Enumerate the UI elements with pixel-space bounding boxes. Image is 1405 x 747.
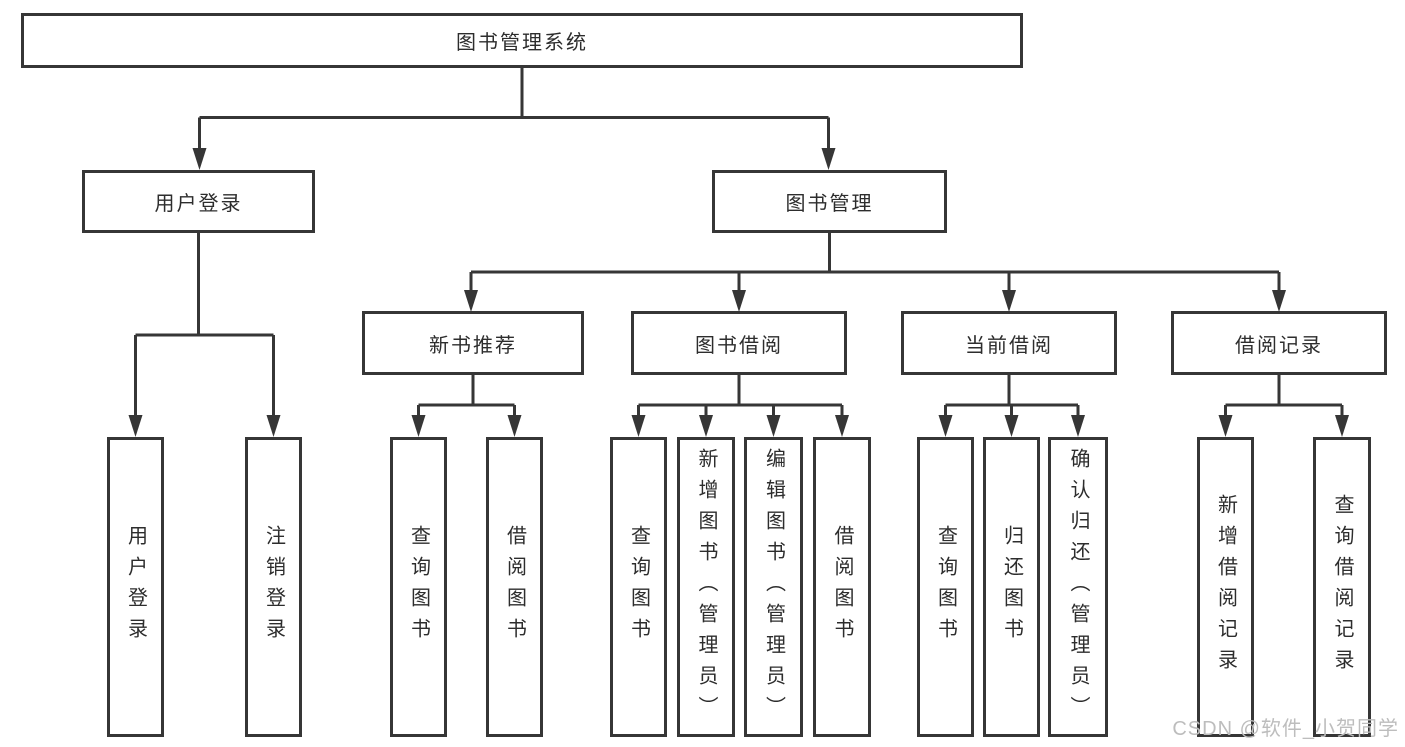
leaf-user-login-label: 用户登录	[124, 525, 147, 649]
arrowhead	[464, 290, 478, 312]
leaf-add-book-admin: 新增图书（管理员）	[677, 437, 735, 737]
leaf-query-borrow-record: 查询借阅记录	[1313, 437, 1371, 737]
leaf-borrow-books: 借阅图书	[486, 437, 543, 737]
arrowhead	[938, 415, 953, 437]
arrowhead	[1272, 290, 1286, 312]
leaf-user-login: 用户登录	[107, 437, 164, 737]
arrowheads	[128, 148, 1349, 437]
arrowhead	[1071, 415, 1085, 437]
leaf-query-books: 查询图书	[610, 437, 667, 737]
node-root: 图书管理系统	[21, 13, 1023, 68]
node-new-book-recommend-label: 新书推荐	[429, 334, 517, 357]
arrowhead	[507, 415, 522, 437]
arrowhead	[766, 415, 781, 437]
leaf-borrow-books-label: 借阅图书	[831, 525, 853, 649]
leaf-return-books-label: 归还图书	[1000, 525, 1023, 649]
arrowhead	[192, 148, 207, 170]
leaf-borrow-books: 借阅图书	[813, 437, 871, 737]
node-book-management-label: 图书管理	[785, 193, 874, 215]
arrowhead	[821, 148, 836, 170]
connector-lines	[134, 68, 1344, 420]
leaf-query-books-label: 查询图书	[934, 525, 957, 649]
arrowhead	[411, 415, 426, 437]
node-borrow-records-label: 借阅记录	[1235, 334, 1323, 357]
arrowhead	[266, 415, 281, 437]
leaf-edit-book-admin: 编辑图书（管理员）	[744, 437, 803, 737]
node-book-borrow: 图书借阅	[631, 311, 847, 375]
leaf-logout: 注销登录	[245, 437, 302, 737]
leaf-query-borrow-record-label: 查询借阅记录	[1331, 494, 1353, 680]
node-current-borrow: 当前借阅	[901, 311, 1117, 375]
node-user-login: 用户登录	[82, 170, 315, 233]
leaf-add-borrow-record-label: 新增借阅记录	[1214, 494, 1237, 680]
leaf-confirm-return-admin: 确认归还（管理员）	[1048, 437, 1108, 737]
arrowhead	[128, 415, 143, 437]
node-root-label: 图书管理系统	[456, 32, 588, 54]
leaf-borrow-books-label: 借阅图书	[503, 525, 526, 649]
node-user-login-label: 用户登录	[154, 193, 243, 215]
leaf-return-books: 归还图书	[983, 437, 1040, 737]
leaf-logout-label: 注销登录	[262, 525, 285, 649]
arrowhead	[835, 415, 849, 437]
arrowhead	[1004, 415, 1019, 437]
arrowhead	[631, 415, 646, 437]
leaf-query-books-label: 查询图书	[627, 525, 650, 649]
leaf-edit-book-admin-label: 编辑图书（管理员）	[762, 447, 785, 727]
node-current-borrow-label: 当前借阅	[965, 334, 1053, 357]
arrowhead	[1335, 415, 1349, 437]
node-new-book-recommend: 新书推荐	[362, 311, 584, 375]
arrowhead	[1002, 290, 1016, 312]
node-book-management: 图书管理	[712, 170, 947, 233]
node-borrow-records: 借阅记录	[1171, 311, 1387, 375]
leaf-confirm-return-admin-label: 确认归还（管理员）	[1067, 447, 1089, 727]
arrowhead	[699, 415, 713, 437]
node-book-borrow-label: 图书借阅	[695, 334, 783, 357]
leaf-add-borrow-record: 新增借阅记录	[1197, 437, 1254, 737]
arrowhead	[1218, 415, 1233, 437]
csdn-watermark: CSDN @软件_小贺同学	[1172, 718, 1399, 740]
leaf-query-books: 查询图书	[917, 437, 974, 737]
leaf-query-books-label: 查询图书	[407, 525, 430, 649]
leaf-query-books: 查询图书	[390, 437, 447, 737]
arrowhead	[732, 290, 746, 312]
leaf-add-book-admin-label: 新增图书（管理员）	[695, 447, 717, 727]
